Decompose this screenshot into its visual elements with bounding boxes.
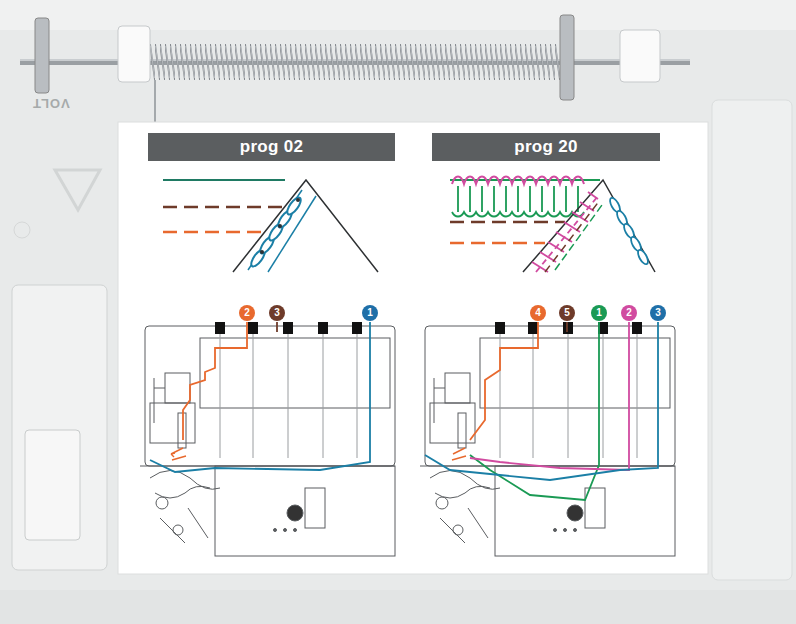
side-panel — [12, 285, 107, 570]
program-header: prog 20 — [432, 133, 660, 161]
threading-card — [118, 122, 708, 574]
callout-number-text: 5 — [564, 308, 570, 318]
callout-number-text: 2 — [626, 308, 632, 318]
callout-number: 1 — [591, 305, 607, 321]
machine-base — [0, 590, 796, 624]
callout-number: 1 — [362, 305, 378, 321]
callout-number-text: 3 — [274, 308, 280, 318]
machine-outline — [420, 322, 675, 556]
callout-number: 2 — [621, 305, 637, 321]
program-header: prog 02 — [148, 133, 395, 161]
stitch-sample-left — [163, 180, 378, 272]
stitch-sample-right — [450, 177, 655, 273]
thread-paths-left — [150, 322, 370, 472]
spring-rod — [20, 15, 690, 132]
screw-mark — [14, 222, 30, 238]
callout-number: 3 — [650, 305, 666, 321]
callout-number-text: 1 — [596, 308, 602, 318]
embossed-label: VOLT — [32, 96, 70, 111]
machine-outline — [140, 322, 395, 556]
callout-number-text: 4 — [535, 308, 541, 318]
callout-number: 3 — [269, 305, 285, 321]
callout-number-text: 2 — [244, 308, 250, 318]
callout-number: 5 — [559, 305, 575, 321]
callout-number: 4 — [530, 305, 546, 321]
callout-number: 2 — [239, 305, 255, 321]
thread-paths-right — [425, 322, 658, 500]
callout-number-text: 3 — [655, 308, 661, 318]
side-tab — [25, 430, 80, 540]
side-panel — [712, 100, 792, 580]
recycle-mark — [55, 170, 100, 210]
program-title: prog 20 — [514, 137, 578, 157]
machine-top — [0, 0, 796, 30]
program-title: prog 02 — [240, 137, 304, 157]
callout-number-text: 1 — [367, 308, 373, 318]
